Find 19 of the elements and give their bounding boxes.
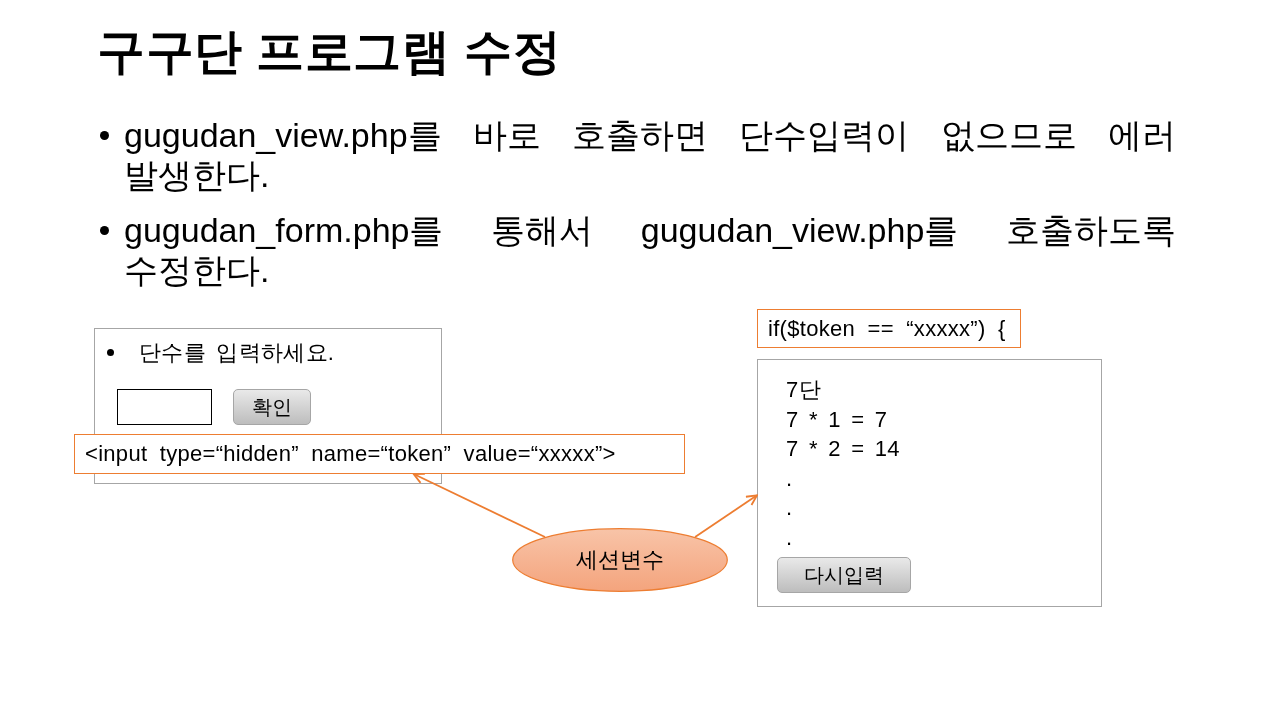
- code-snippet-box: <input type=“hidden” name=“token” value=“xxxxx”>: [74, 434, 685, 474]
- ellipsis-dot: .: [786, 464, 793, 493]
- session-variable-ellipse: 세션변수: [512, 528, 728, 592]
- bullet-text: gugudan_view.php를 바로 호출하면 단수입력이 없으므로 에러 발생한다.: [124, 115, 1176, 195]
- bullet-text: gugudan_form.php를 통해서 gugudan_view.php를 호출하도록 수정한다.: [124, 210, 1176, 290]
- ellipsis-dot: .: [786, 524, 793, 552]
- reinput-button: 다시입력: [777, 557, 911, 593]
- code-snippet-box: if($token == “xxxxx”) {: [757, 309, 1021, 348]
- arrow: [412, 472, 546, 538]
- instruction-text: 단수를 입력하세요.: [139, 339, 335, 367]
- confirm-button: 확인: [233, 389, 311, 425]
- input-field: [117, 389, 212, 425]
- result-heading: 7단: [786, 376, 821, 404]
- arrow: [694, 494, 758, 538]
- ellipsis-dot: .: [786, 494, 793, 523]
- output-panel: [757, 359, 1102, 607]
- result-line: 7 * 1 = 7: [786, 405, 888, 434]
- result-line: 7 * 2 = 14: [786, 435, 900, 464]
- slide-title: 구구단 프로그램 수정: [97, 24, 562, 80]
